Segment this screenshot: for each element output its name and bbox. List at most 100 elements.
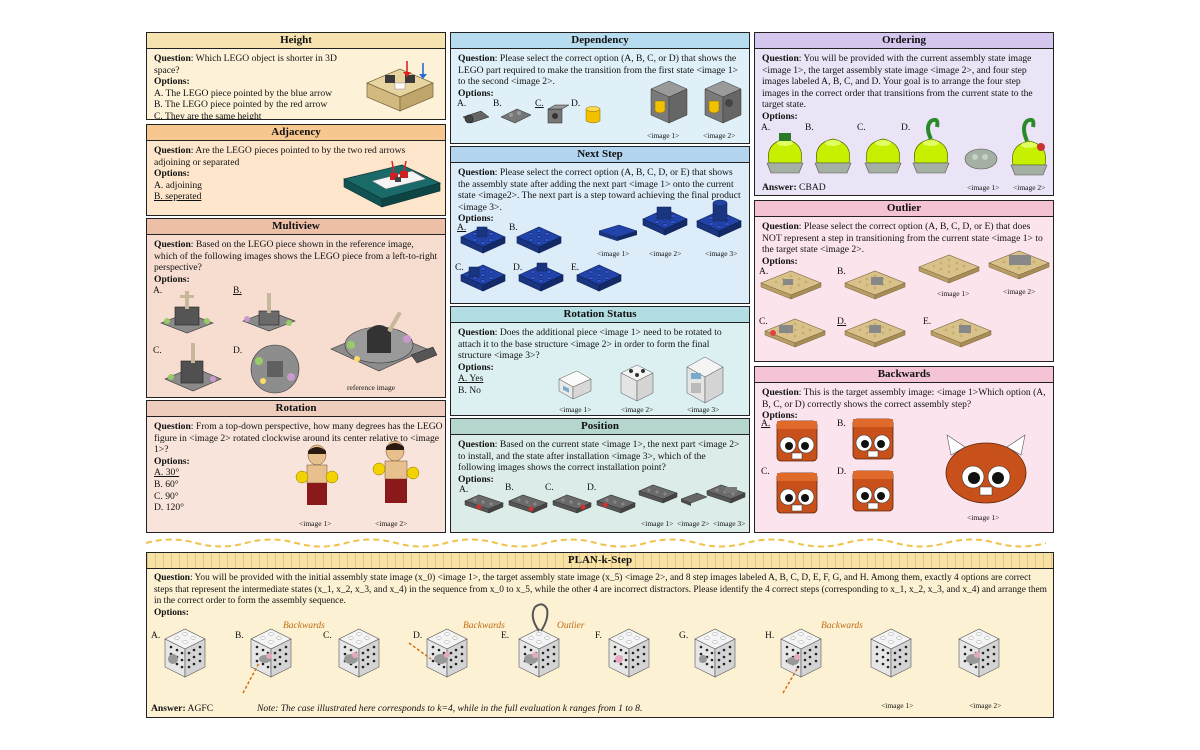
position-question-label: Question: [458, 439, 495, 450]
height-lego-image: [366, 61, 434, 112]
plank-answer-label: Answer:: [151, 703, 186, 714]
ordering-label-c: C.: [857, 123, 866, 133]
dependency-option-c-image: [547, 104, 570, 124]
nextstep-question-label: Question: [458, 167, 495, 178]
nextstep-label-d: D.: [513, 263, 523, 273]
ordering-caption-2: <image 2>: [1013, 183, 1046, 192]
nextstep-label-a: A.: [457, 223, 467, 233]
dependency-caption-2: <image 2>: [703, 131, 736, 140]
position-label-b: B.: [505, 483, 514, 493]
multiview-option-b-image: [242, 293, 296, 332]
rotation-caption-2: <image 2>: [375, 519, 408, 528]
ordering-option-d-image: [912, 117, 950, 174]
adjacency-lego-image: [343, 160, 442, 208]
adjacency-panel: Adjacency Question: Are the LEGO pieces …: [146, 124, 446, 216]
ordering-label-d: D.: [901, 123, 911, 133]
height-question: : Which LEGO object is shorter in 3D spa…: [154, 53, 337, 76]
position-caption-3: <image 3>: [713, 519, 746, 528]
nextstep-question: : Please select the correct option (A, B…: [458, 167, 741, 213]
plank-option-c-image: [338, 628, 380, 678]
ordering-question-label: Question: [762, 53, 799, 64]
plank-option-g-image: [694, 628, 736, 678]
adjacency-option-a: A. adjoining: [154, 179, 202, 191]
position-label-a: A.: [459, 485, 469, 495]
rotstatus-question: : Does the additional piece <image 1> ne…: [458, 327, 722, 362]
plank-panel: PLAN-k-Step Question: You will be provid…: [146, 552, 1054, 718]
multiview-panel: Multiview Question: Based on the LEGO pi…: [146, 218, 446, 398]
outlier-label-b: B.: [837, 267, 846, 277]
plank-annotation-h: Backwards: [821, 621, 863, 631]
backwards-label-d: D.: [837, 467, 847, 477]
multiview-label-a: A.: [153, 286, 163, 296]
position-caption-1: <image 1>: [641, 519, 674, 528]
plank-question: : You will be provided with the initial …: [154, 573, 1047, 607]
outlier-image-1: [918, 254, 980, 284]
nextstep-image-2: [642, 206, 688, 236]
backwards-caption-1: <image 1>: [967, 513, 1000, 522]
outlier-option-c-image: [764, 318, 826, 348]
multiview-question-label: Question: [154, 239, 191, 250]
plank-label-h: H.: [765, 631, 775, 641]
multiview-label-d: D.: [233, 346, 243, 356]
plank-option-d-image: [426, 628, 468, 678]
dependency-image-2: [704, 80, 742, 124]
plank-label-g: G.: [679, 631, 689, 641]
position-option-b-image: [508, 494, 548, 514]
position-options-label: Options:: [458, 473, 494, 485]
rotstatus-panel: Rotation Status Question: Does the addit…: [450, 306, 750, 416]
ordering-label-b: B.: [805, 123, 814, 133]
backwards-label-c: C.: [761, 467, 770, 477]
plank-arrows: [242, 642, 798, 694]
nextstep-panel: Next Step Question: Please select the co…: [450, 146, 750, 304]
ordering-image-2: [1010, 117, 1048, 176]
plank-label-e: E.: [501, 631, 510, 641]
dependency-image-1: [650, 80, 688, 124]
outlier-label-a: A.: [759, 267, 769, 277]
backwards-option-a-image: [776, 420, 818, 462]
backwards-label-a: A.: [761, 419, 771, 429]
ordering-caption-1: <image 1>: [967, 183, 1000, 192]
nextstep-option-b-image: [516, 226, 562, 254]
adjacency-question-label: Question: [154, 145, 191, 156]
nextstep-image-3: [696, 199, 742, 238]
backwards-question: : This is the target assembly image: <im…: [762, 387, 1046, 410]
ordering-answer: Answer: CBAD: [762, 182, 826, 193]
ordering-title: Ordering: [755, 33, 1053, 49]
outlier-label-d: D.: [837, 317, 847, 327]
position-option-c-image: [552, 494, 592, 514]
multiview-label-c: C.: [153, 346, 162, 356]
ordering-options-label: Options:: [762, 110, 798, 122]
rotation-caption-1: <image 1>: [299, 519, 332, 528]
adjacency-option-b: B. seperated: [154, 191, 202, 203]
rotstatus-caption-1: <image 1>: [559, 405, 592, 414]
nextstep-title: Next Step: [451, 147, 749, 163]
plank-caption-2: <image 2>: [969, 701, 1002, 710]
ordering-image-1: [964, 148, 998, 170]
rotstatus-option-a: A. Yes: [458, 373, 484, 385]
rotation-question: : From a top-down perspective, how many …: [154, 421, 443, 456]
backwards-panel: Backwards Question: This is the target a…: [754, 366, 1054, 533]
ordering-question: : You will be provided with the current …: [762, 53, 1033, 111]
plank-note: Note: The case illustrated here correspo…: [257, 703, 643, 714]
multiview-title: Multiview: [147, 219, 445, 235]
rotation-option-d: D. 120°: [154, 502, 184, 514]
rotation-question-label: Question: [154, 421, 191, 432]
outlier-label-e: E.: [923, 317, 932, 327]
position-panel: Position Question: Based on the current …: [450, 418, 750, 533]
position-image-2: [680, 492, 708, 506]
plank-options-label: Options:: [154, 607, 189, 618]
position-title: Position: [451, 419, 749, 435]
ordering-option-b-image: [814, 138, 852, 174]
nextstep-options-label: Options:: [458, 213, 494, 225]
rotstatus-title: Rotation Status: [451, 307, 749, 323]
height-options-label: Options:: [154, 76, 190, 88]
position-question: : Based on the current state <image 1>, …: [458, 439, 740, 474]
backwards-option-d-image: [852, 470, 894, 512]
outlier-title: Outlier: [755, 201, 1053, 217]
plank-label-b: B.: [235, 631, 244, 641]
section-divider: [145, 538, 1047, 548]
height-option-a: A. The LEGO piece pointed by the blue ar…: [154, 87, 333, 99]
outlier-image-2: [988, 250, 1050, 280]
outlier-panel: Outlier Question: Please select the corr…: [754, 200, 1054, 362]
height-option-b: B. The LEGO piece pointed by the red arr…: [154, 99, 328, 111]
